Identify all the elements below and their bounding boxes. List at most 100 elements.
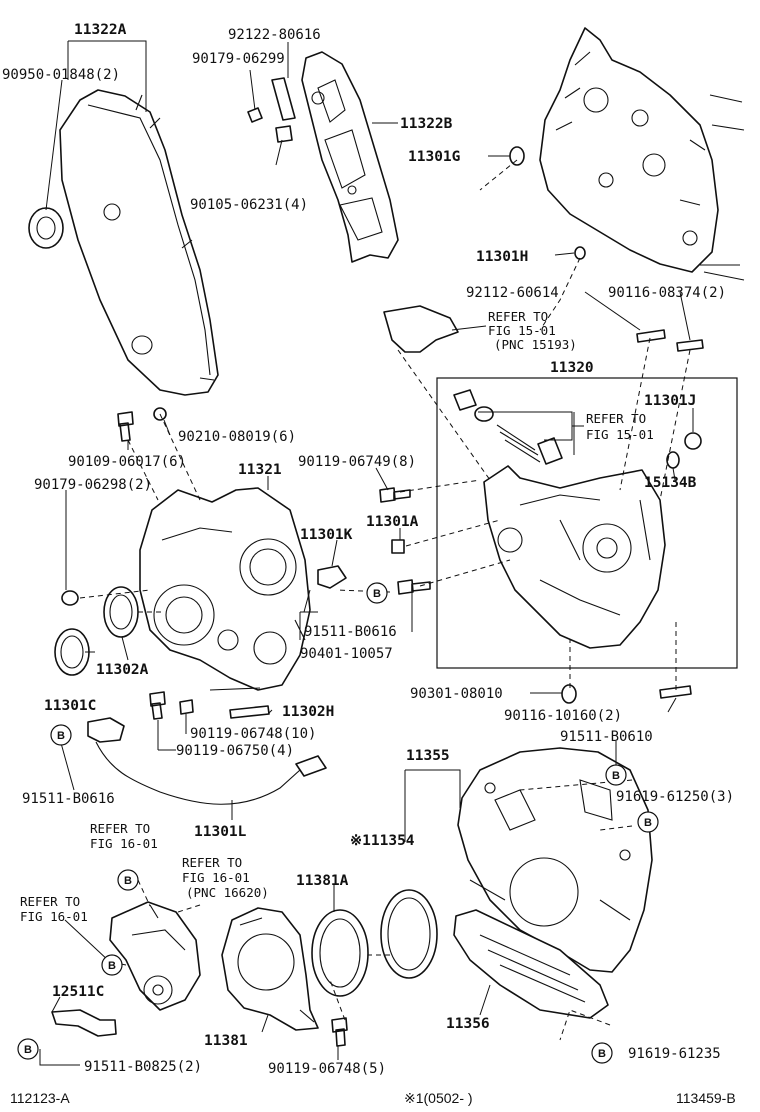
bolt-90119-06749 [379, 487, 411, 503]
footer-note: ※1(0502- ) [404, 1090, 473, 1106]
oil-pump-gears [453, 389, 563, 465]
plug-11301A [391, 539, 405, 554]
refer-note-16-01-a: REFER TO FIG 16-01 [90, 821, 158, 851]
label-92122-80616: 92122-80616 [228, 27, 321, 43]
timing-case-11320 [483, 465, 666, 649]
seal-11381A [311, 909, 369, 997]
o-ring-11301G [509, 146, 525, 166]
bolt-90119-06748-5 [331, 1017, 348, 1047]
label-90119-06748-5: 90119-06748(5) [268, 1061, 386, 1077]
label-11302A: 11302A [96, 662, 149, 678]
label-90401-10057: 90401-10057 [300, 646, 393, 662]
label-92112-60614: 92112-60614 [466, 285, 559, 301]
label-91619-61235: 91619-61235 [628, 1046, 721, 1062]
label-91619-61250: 91619-61250(3) [616, 789, 734, 805]
label-11301C: 11301C [44, 698, 96, 714]
svg-text:REFER TO: REFER TO [586, 411, 646, 426]
svg-text:FIG 16-01: FIG 16-01 [90, 836, 158, 851]
label-90119-06750: 90119-06750(4) [176, 743, 294, 759]
label-11301G: 11301G [408, 149, 460, 165]
seal-11354 [380, 889, 438, 979]
timing-case-11321 [139, 487, 311, 691]
label-11381: 11381 [204, 1033, 248, 1049]
label-11301K: 11301K [300, 527, 353, 543]
label-90105-06231: 90105-06231(4) [190, 197, 308, 213]
svg-text:REFER TO: REFER TO [182, 855, 242, 870]
label-90119-06748-10: 90119-06748(10) [190, 726, 316, 742]
label-11354: ※111354 [350, 833, 415, 849]
bolts-90119-06748-06750 [149, 691, 194, 720]
label-90116-10160: 90116-10160(2) [504, 708, 622, 724]
label-91511-B0610: 91511-B0610 [560, 729, 653, 745]
label-90109-06017: 90109-06017(6) [68, 454, 186, 470]
footer: 112123-A ※1(0502- ) 113459-B [10, 1090, 736, 1106]
svg-text:(PNC 15193): (PNC 15193) [494, 337, 577, 352]
engine-block-illustration [539, 27, 745, 281]
assembly-box-11320 [436, 377, 738, 669]
label-12511C: 12511C [52, 984, 104, 1000]
upper-timing-cover-11322A [59, 89, 219, 396]
svg-text:REFER TO: REFER TO [20, 894, 80, 909]
referenced-part-15193 [383, 305, 459, 353]
sensor-11301K [317, 565, 347, 589]
refer-notes: REFER TO FIG 15-01 (PNC 15193) REFER TO … [20, 309, 654, 924]
refer-note-16-01-b: REFER TO FIG 16-01 [20, 894, 88, 924]
label-90116-08374: 90116-08374(2) [608, 285, 726, 301]
callout-b-1: B [366, 582, 388, 604]
footer-left-code: 112123-A [10, 1090, 70, 1106]
label-90301-08010: 90301-08010 [410, 686, 503, 702]
projection-lines [79, 159, 691, 1041]
leader-lines [39, 40, 694, 1066]
o-ring-11301H [574, 246, 586, 260]
stud-and-bolts [247, 77, 296, 143]
svg-text:REFER TO: REFER TO [488, 309, 548, 324]
bracket-91511-B0825 [51, 1009, 117, 1037]
label-11301A: 11301A [366, 514, 419, 530]
callout-b-5: B [117, 869, 139, 891]
stud-11302H [229, 705, 270, 719]
label-11301J: 11301J [644, 393, 696, 409]
label-11381A: 11381A [296, 873, 349, 889]
label-91511-B0616-a: 91511-B0616 [304, 624, 397, 640]
label-11301H: 11301H [476, 249, 528, 265]
svg-text:B: B [644, 817, 652, 829]
callout-b-4: B [637, 811, 659, 833]
label-11320: 11320 [550, 360, 594, 376]
svg-text:B: B [57, 730, 65, 742]
refer-note-16620: REFER TO FIG 16-01 (PNC 16620) [182, 855, 269, 900]
refer-note-15193: REFER TO FIG 15-01 (PNC 15193) [488, 309, 577, 352]
seal-11301J [684, 432, 702, 450]
svg-text:B: B [373, 588, 381, 600]
refer-note-15-01: REFER TO FIG 15-01 [586, 411, 654, 442]
seal-11301C [54, 628, 90, 676]
label-15134B: 15134B [644, 475, 697, 491]
studs-92112-90116 [636, 329, 704, 352]
label-91511-B0825: 91511-B0825(2) [84, 1059, 202, 1075]
plate-11355 [457, 747, 653, 973]
svg-text:B: B [124, 875, 132, 887]
part-labels: 11322A 90950-01848(2) 92122-80616 90179-… [2, 22, 734, 1077]
label-90210-08019: 90210-08019(6) [178, 429, 296, 445]
label-90119-06749: 90119-06749(8) [298, 454, 416, 470]
label-90179-06299: 90179-06299 [192, 51, 285, 67]
svg-text:B: B [612, 770, 620, 782]
label-11355: 11355 [406, 748, 450, 764]
ring-15134B [666, 451, 680, 469]
label-11302H: 11302H [282, 704, 334, 720]
footer-right-code: 113459-B [676, 1090, 736, 1106]
callout-b-6: B [101, 954, 123, 976]
label-11322B: 11322B [400, 116, 453, 132]
svg-text:B: B [598, 1048, 606, 1060]
label-90950-01848: 90950-01848(2) [2, 67, 120, 83]
seal-washer-90950 [28, 207, 64, 249]
sensor-wire-11301L [87, 717, 327, 805]
bolt-90109 [117, 411, 134, 442]
nut-90179-06298 [61, 590, 79, 606]
refer-bracket-r2 [478, 411, 584, 441]
label-11322A: 11322A [74, 22, 127, 38]
label-11301L: 11301L [194, 824, 247, 840]
o-ring-90301 [561, 684, 577, 704]
svg-text:B: B [108, 960, 116, 972]
svg-text:FIG 15-01: FIG 15-01 [488, 323, 556, 338]
